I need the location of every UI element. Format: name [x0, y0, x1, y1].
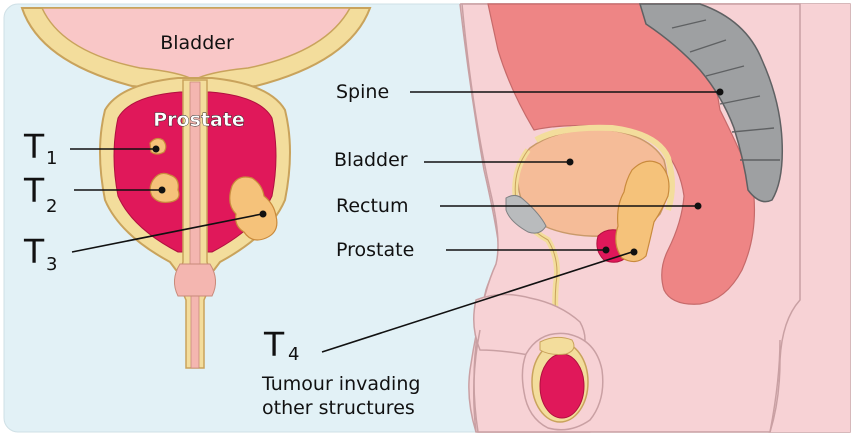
- bladder-label: Bladder: [160, 32, 234, 54]
- stage-t2-sub: 2: [46, 196, 57, 217]
- rectum-leader-dot: [695, 203, 702, 210]
- bladder-side-label: Bladder: [334, 149, 408, 171]
- bladder-leader-dot: [567, 159, 574, 166]
- spine-leader-dot: [717, 89, 724, 96]
- stage-t1-letter: T: [23, 127, 45, 166]
- spine-label: Spine: [336, 81, 389, 103]
- stage-t3-letter: T: [23, 232, 45, 271]
- prostate-label: Prostate: [153, 109, 245, 131]
- t2-leader-dot: [159, 187, 166, 194]
- stage-t2-letter: T: [23, 171, 45, 210]
- t4-leader-dot: [631, 249, 638, 256]
- prostate-side-label: Prostate: [336, 239, 414, 261]
- stage-t1-sub: 1: [46, 148, 57, 169]
- epididymis: [540, 337, 574, 354]
- t4-caption-line2: other structures: [262, 397, 415, 419]
- t3-leader-dot: [260, 211, 267, 218]
- sphincter: [174, 264, 215, 296]
- t1-leader-dot: [153, 146, 160, 153]
- stage-t3-sub: 3: [46, 254, 57, 275]
- prostate-leader-dot: [603, 247, 610, 254]
- rectum-label: Rectum: [336, 195, 408, 217]
- stage-t4-letter: T: [263, 325, 285, 364]
- stage-t4-sub: 4: [288, 344, 299, 365]
- t4-caption-line1: Tumour invading: [261, 373, 420, 395]
- testis: [540, 354, 584, 418]
